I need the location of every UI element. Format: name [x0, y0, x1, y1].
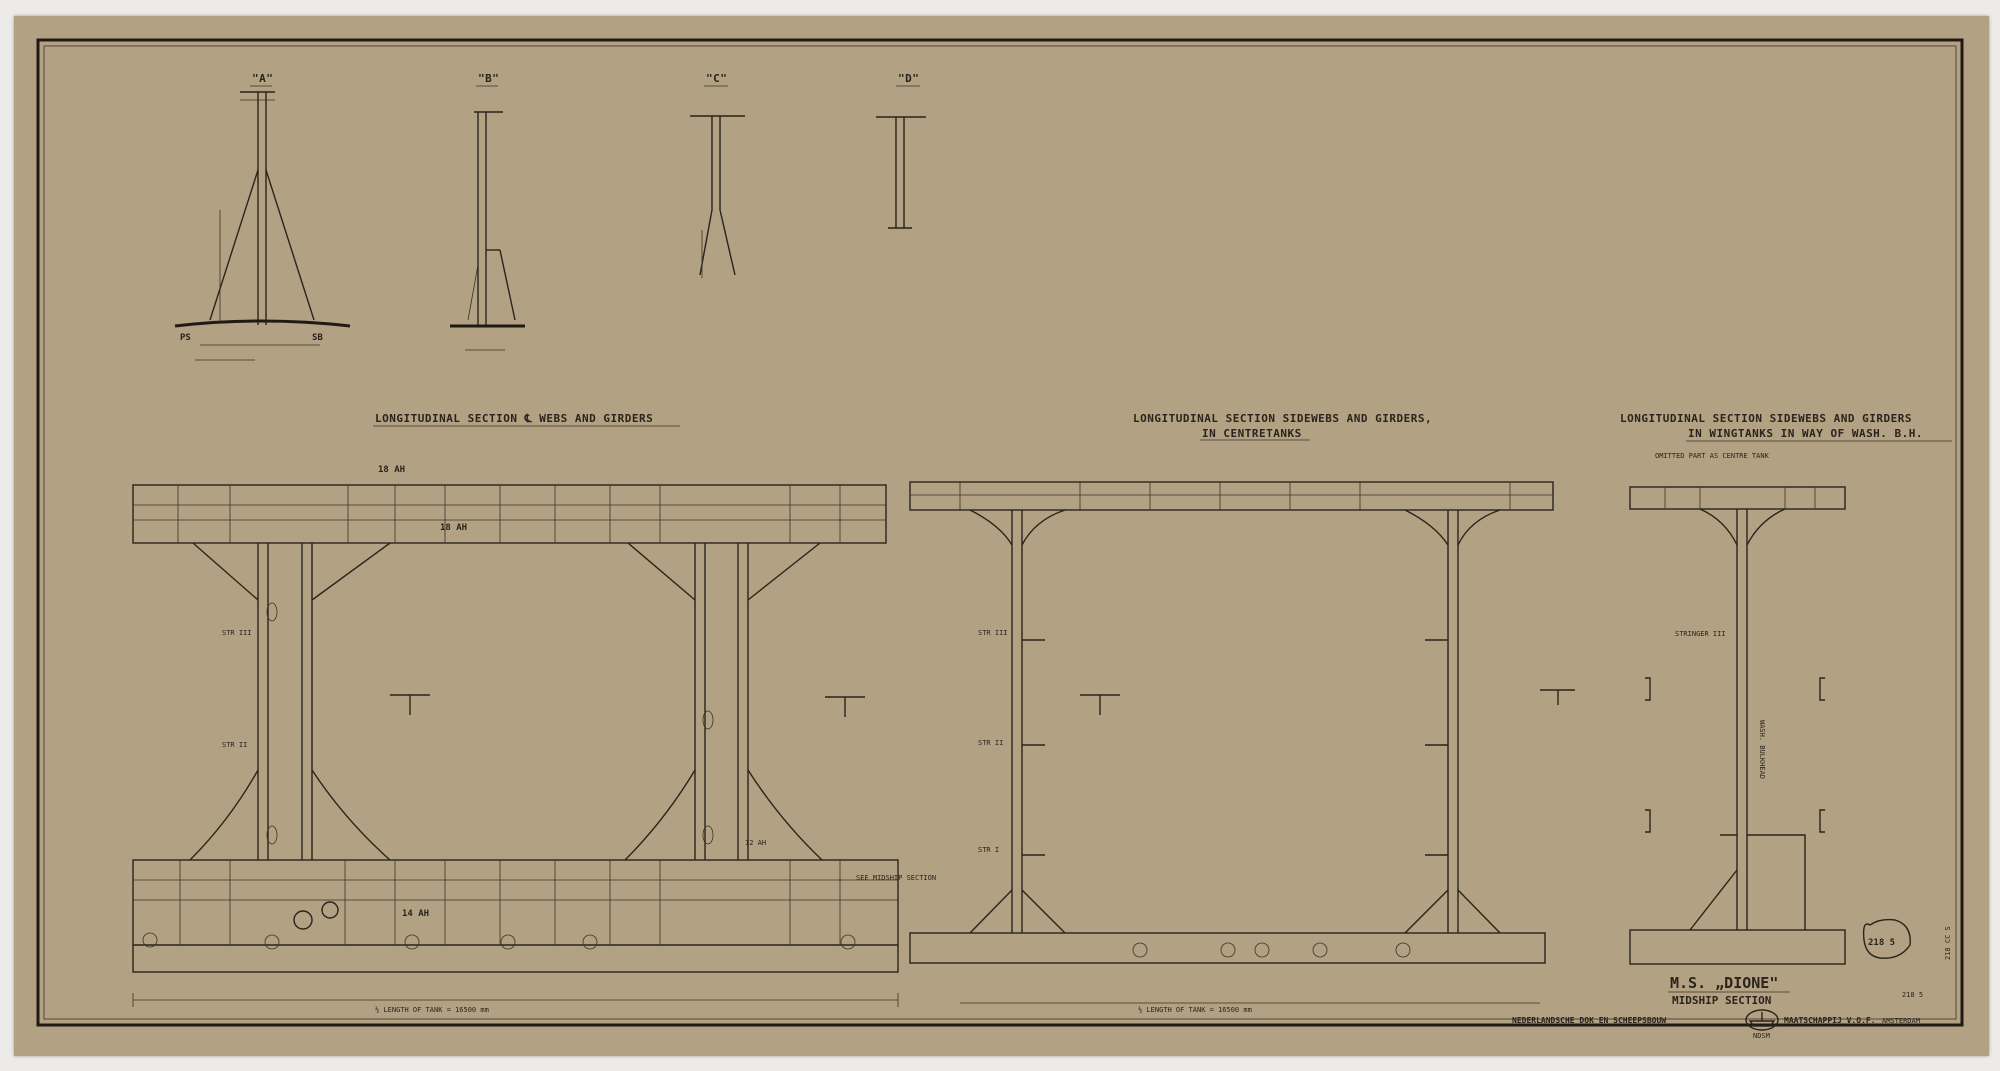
s1-label-str3: STR III	[222, 629, 252, 637]
s3-label-stringer: STRINGER III	[1675, 630, 1726, 638]
s2-footer: ½ LENGTH OF TANK = 16500 mm	[1138, 1006, 1252, 1014]
stamp: 218 5	[1868, 938, 1895, 948]
detail-d-label: "D"	[898, 72, 919, 85]
detail-b-label: "B"	[478, 72, 499, 85]
detail-a: "A" PS SB	[174, 72, 351, 361]
drawing-sheet	[14, 16, 1989, 1056]
s1-label-18ah-top: 18 AH	[378, 465, 405, 475]
s1-footer: ½ LENGTH OF TANK = 16500 mm	[375, 1006, 489, 1014]
s1-label-18ah: 18 AH	[440, 523, 467, 533]
s2-label-str3: STR III	[978, 629, 1008, 637]
section-2-subtitle: IN CENTRETANKS	[1202, 427, 1302, 440]
company-right: MAATSCHAPPIJ V.O.F.	[1784, 1016, 1876, 1025]
section-2-title: LONGITUDINAL SECTION SIDEWEBS AND GIRDER…	[1133, 412, 1432, 425]
sheet-ref: 218 5	[1902, 991, 1923, 999]
sheet-border	[36, 38, 1964, 1027]
section-centre-webs: LONGITUDINAL SECTION ℄ WEBS AND GIRDERS	[132, 412, 936, 1014]
s1-label-14ah: 14 AH	[402, 909, 429, 919]
detail-a-label: "A"	[252, 72, 273, 85]
detail-c-label: "C"	[706, 72, 727, 85]
detail-a-ps: PS	[180, 333, 191, 343]
s3-note: OMITTED PART AS CENTRE TANK	[1655, 452, 1770, 460]
detail-d: "D"	[876, 72, 926, 229]
detail-c: "C"	[690, 72, 745, 278]
ship-logo-icon	[1745, 1009, 1779, 1031]
detail-b: "B"	[450, 72, 525, 351]
section-wing-tanks: LONGITUDINAL SECTION SIDEWEBS AND GIRDER…	[1620, 412, 1952, 965]
s1-label-midship: SEE MIDSHIP SECTION	[856, 874, 936, 882]
section-3-subtitle: IN WINGTANKS IN WAY OF WASH. B.H.	[1688, 427, 1923, 440]
title-block: M.S. „DIONE" MIDSHIP SECTION NEDERLANDSC…	[1512, 926, 1952, 1040]
sheet-border-inner	[43, 45, 1957, 1020]
s2-label-str1: STR I	[978, 846, 999, 854]
edge-ref: 218 CC S	[1944, 926, 1952, 960]
section-3-title: LONGITUDINAL SECTION SIDEWEBS AND GIRDER…	[1620, 412, 1912, 425]
section-1-title: LONGITUDINAL SECTION ℄ WEBS AND GIRDERS	[375, 412, 653, 425]
s1-label-str2: STR II	[222, 741, 247, 749]
detail-a-sb: SB	[312, 333, 323, 343]
ship-name: M.S. „DIONE"	[1670, 974, 1778, 992]
s1-label-12ah: 12 AH	[745, 839, 766, 847]
section-centre-tanks: LONGITUDINAL SECTION SIDEWEBS AND GIRDER…	[909, 412, 1575, 1014]
s3-label-washbh: WASH. BULKHEAD	[1758, 720, 1766, 779]
company-city: AMSTERDAM	[1882, 1017, 1920, 1025]
s2-label-str2: STR II	[978, 739, 1003, 747]
drawing-title: MIDSHIP SECTION	[1672, 994, 1771, 1007]
logo-text: NDSM	[1753, 1032, 1770, 1040]
company-left: NEDERLANDSCHE DOK EN SCHEEPSBOUW	[1512, 1016, 1666, 1025]
